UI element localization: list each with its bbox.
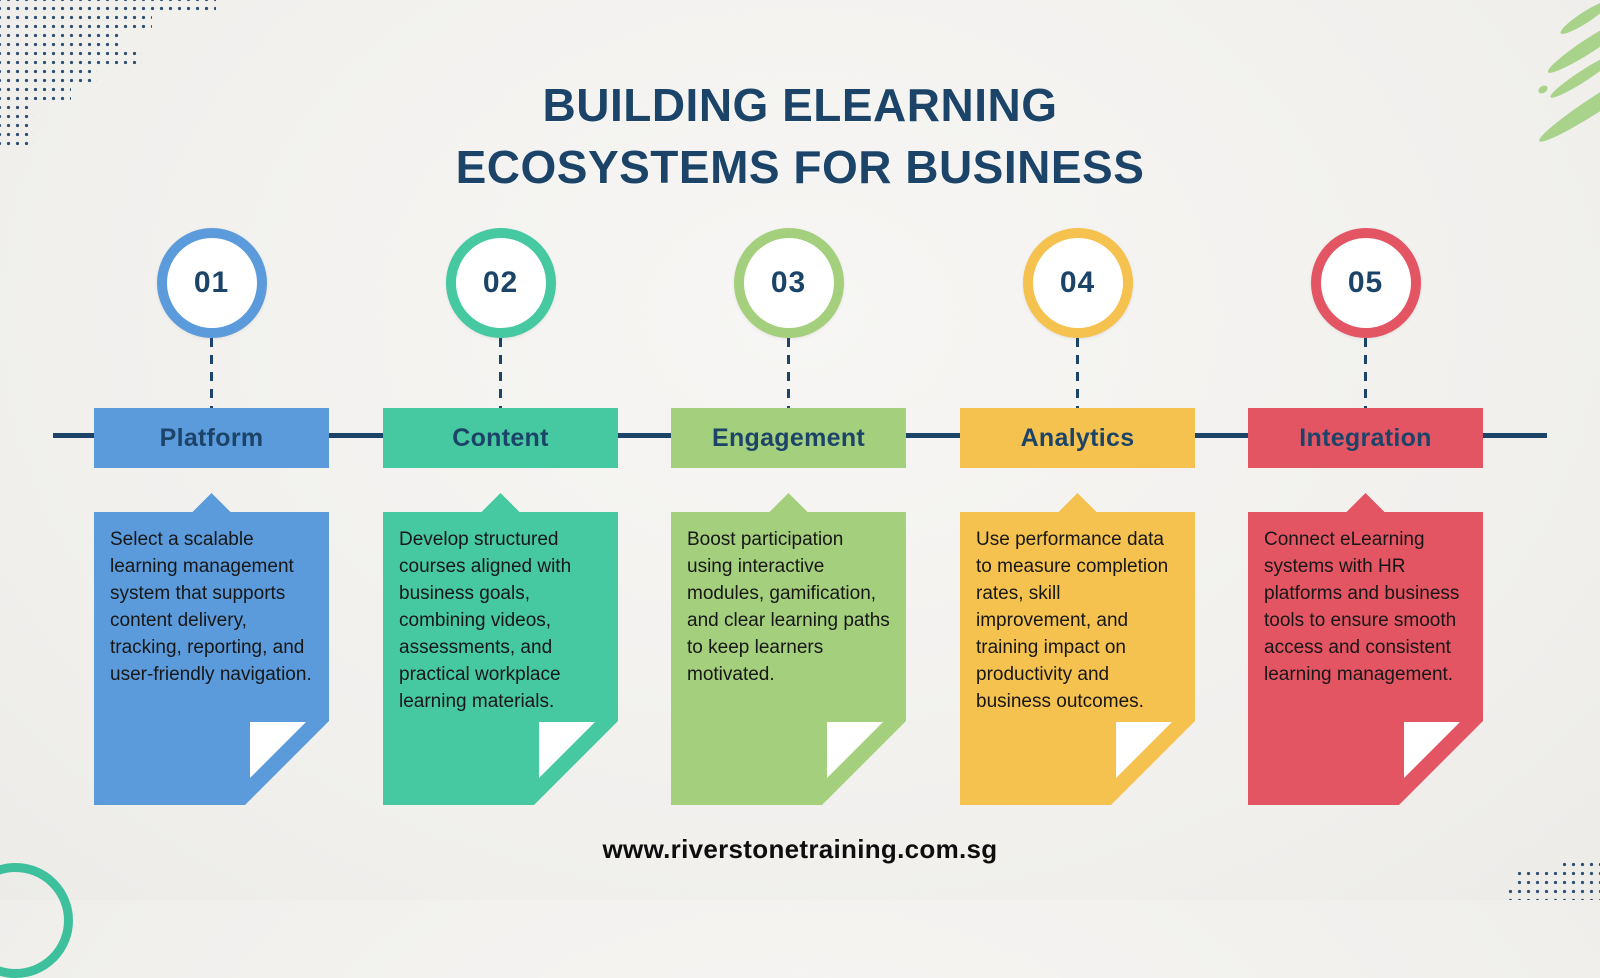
folded-corner-icon [250,722,306,778]
page-title: BUILDING ELEARNING ECOSYSTEMS FOR BUSINE… [0,74,1600,198]
step-column-platform: 01 Platform Select a scalable learning m… [94,228,329,805]
folded-corner-icon [827,722,883,778]
step-column-integration: 05 Integration Connect eLearning systems… [1248,228,1483,805]
step-card: Boost participation using interactive mo… [671,512,906,805]
step-number: 05 [1347,266,1384,299]
brush-stroke-icon [1557,0,1600,38]
step-number-circle: 04 [1022,228,1133,338]
step-label: Integration [1299,423,1432,452]
step-label-bar: Engagement [671,408,906,468]
ring-bottom-left [0,863,73,978]
step-card-wrap: Use performance data to measure completi… [960,493,1195,805]
folded-corner-icon [1404,722,1460,778]
step-label: Engagement [711,423,866,452]
step-number: 01 [193,266,230,299]
step-column-analytics: 04 Analytics Use performance data to mea… [960,228,1195,805]
step-label: Analytics [1020,423,1135,452]
folded-corner-icon [1116,722,1172,778]
dashed-connector [1076,338,1079,408]
step-label: Content [452,423,549,452]
step-column-engagement: 03 Engagement Boost participation using … [671,228,906,805]
folded-corner-icon [539,722,595,778]
title-line-2: ECOSYSTEMS FOR BUSINESS [455,141,1145,193]
step-number: 02 [482,266,519,299]
title-line-1: BUILDING ELEARNING [542,79,1058,131]
dashed-connector [787,338,790,408]
step-card: Connect eLearning systems with HR platfo… [1248,512,1483,805]
step-number: 04 [1059,266,1096,299]
step-card-wrap: Boost participation using interactive mo… [671,493,906,805]
footer-url: www.riverstonetraining.com.sg [602,834,998,864]
card-tail-icon [480,493,521,513]
dashed-connector [1364,338,1367,408]
step-number-circle: 02 [445,228,556,338]
card-tail-icon [1057,493,1098,513]
step-description: Use performance data to measure completi… [976,529,1169,712]
step-card-wrap: Connect eLearning systems with HR platfo… [1248,493,1483,805]
step-label-bar: Integration [1248,408,1483,468]
step-card-wrap: Develop structured courses aligned with … [383,493,618,805]
card-tail-icon [191,493,232,513]
step-description: Connect eLearning systems with HR platfo… [1264,529,1460,685]
card-tail-icon [1345,493,1386,513]
dashed-connector [499,338,502,408]
step-card: Use performance data to measure completi… [960,512,1195,805]
step-label-bar: Platform [94,408,329,468]
step-description: Boost participation using interactive mo… [687,529,890,685]
step-card: Develop structured courses aligned with … [383,512,618,805]
step-description: Develop structured courses aligned with … [399,529,572,712]
step-number-circle: 01 [156,228,267,338]
step-number-circle: 03 [733,228,844,338]
step-number: 03 [770,266,807,299]
step-column-content: 02 Content Develop structured courses al… [383,228,618,805]
dashed-connector [210,338,213,408]
step-label-bar: Analytics [960,408,1195,468]
step-card-wrap: Select a scalable learning management sy… [94,493,329,805]
step-label: Platform [159,423,264,452]
step-label-bar: Content [383,408,618,468]
step-card: Select a scalable learning management sy… [94,512,329,805]
step-description: Select a scalable learning management sy… [110,529,312,685]
step-number-circle: 05 [1310,228,1421,338]
card-tail-icon [768,493,809,513]
